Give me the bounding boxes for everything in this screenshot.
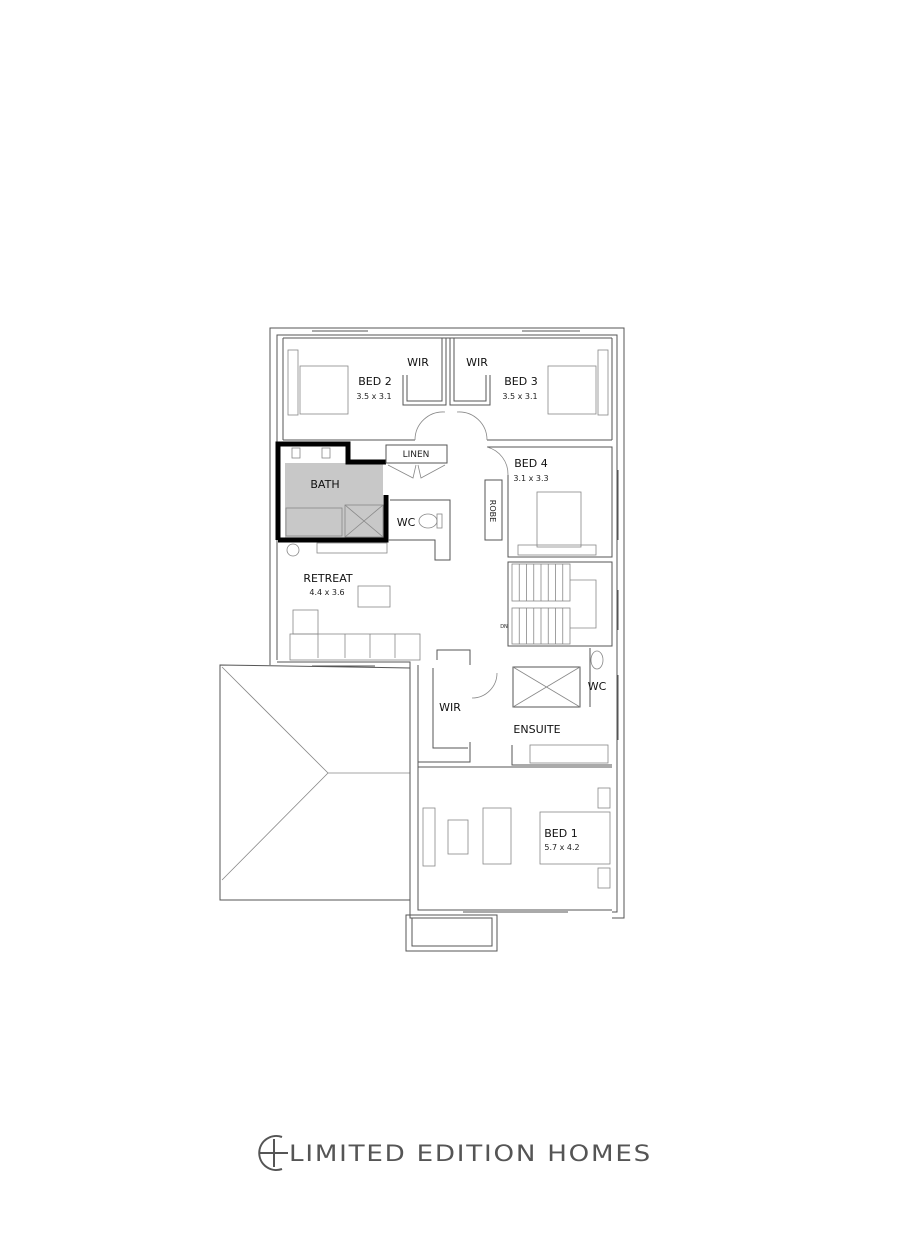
label-wc-upper: WC bbox=[397, 516, 416, 529]
room-name-bed4: BED 4 bbox=[514, 457, 547, 470]
staircase bbox=[507, 561, 613, 647]
roof bbox=[219, 664, 411, 901]
label-wir-bed3: WIR bbox=[466, 356, 488, 369]
label-bath: BATH bbox=[310, 478, 339, 491]
retreat-furniture bbox=[289, 585, 421, 661]
brand-logo: LIMITED EDITION HOMES bbox=[258, 1135, 652, 1171]
room-size-retreat: 4.4 x 3.6 bbox=[309, 588, 344, 597]
linen-wc-area bbox=[385, 444, 451, 561]
bed2-bed3-area bbox=[282, 337, 613, 441]
room-size-bed4: 3.1 x 3.3 bbox=[513, 474, 548, 483]
room-size-bed2: 3.5 x 3.1 bbox=[356, 392, 391, 401]
bathroom bbox=[275, 441, 389, 557]
brand-name: LIMITED EDITION HOMES bbox=[289, 1142, 652, 1167]
room-name-retreat: RETREAT bbox=[303, 572, 353, 585]
bed1-wing bbox=[417, 648, 612, 889]
label-wir-bed1: WIR bbox=[439, 701, 461, 714]
label-dn: DN bbox=[500, 624, 508, 630]
bed4 bbox=[484, 446, 613, 558]
room-size-bed3: 3.5 x 3.1 bbox=[502, 392, 537, 401]
exterior-walls bbox=[269, 327, 625, 952]
room-name-bed1: BED 1 bbox=[544, 827, 577, 840]
room-name-bed3: BED 3 bbox=[504, 375, 537, 388]
label-ensuite: ENSUITE bbox=[513, 723, 560, 736]
room-size-bed1: 5.7 x 4.2 bbox=[544, 843, 579, 852]
label-robe: ROBE bbox=[488, 500, 497, 522]
room-name-bed2: BED 2 bbox=[358, 375, 391, 388]
label-linen: LINEN bbox=[403, 450, 430, 460]
label-wc-ensuite: WC bbox=[588, 680, 607, 693]
label-wir-bed2: WIR bbox=[407, 356, 429, 369]
